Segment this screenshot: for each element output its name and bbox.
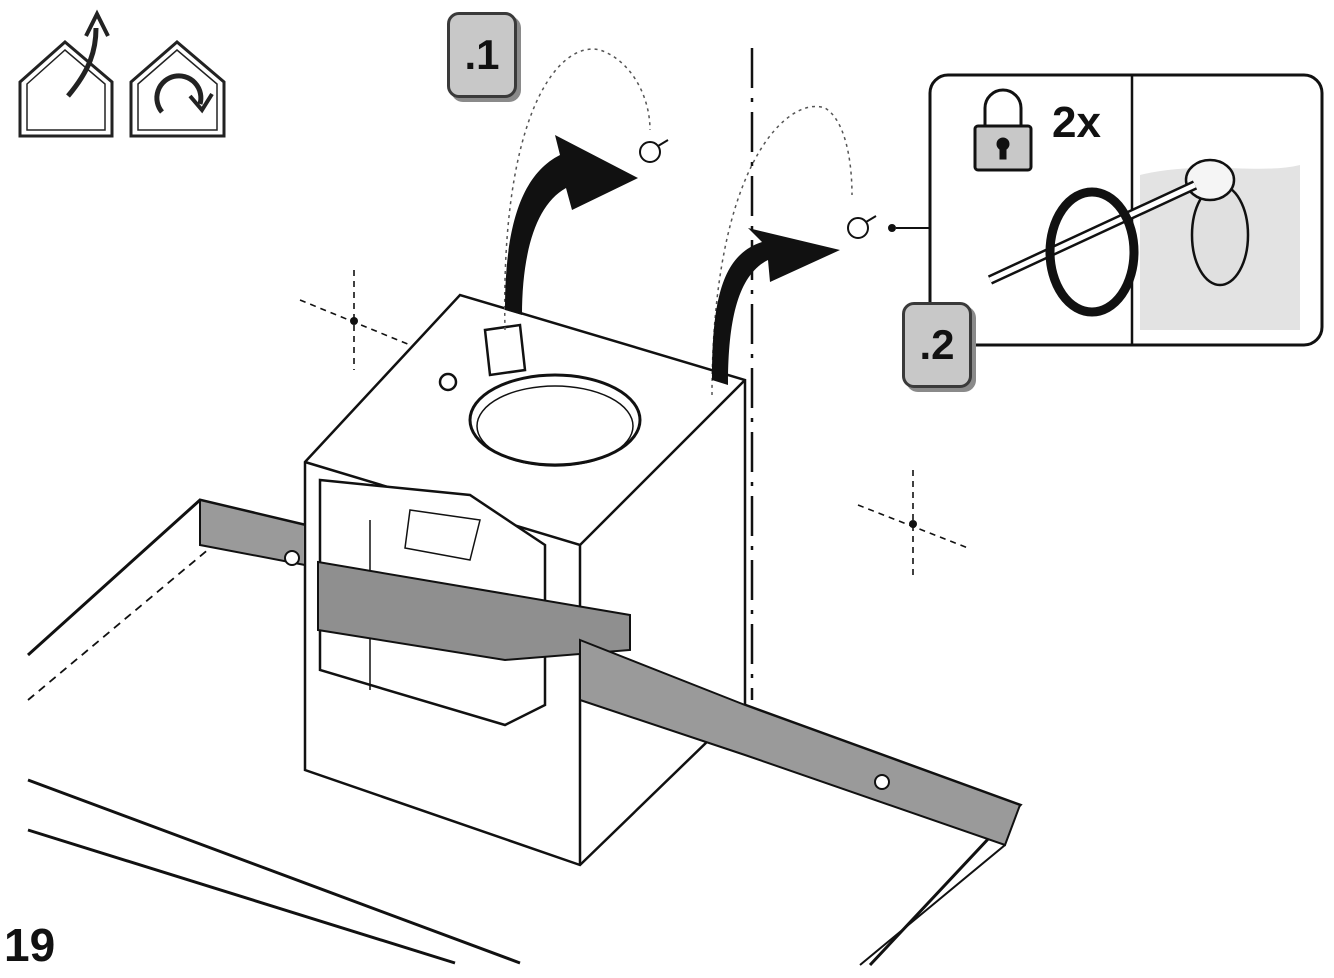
ventilation-out-icon — [18, 9, 114, 138]
remove-arrow-2 — [712, 228, 840, 385]
canopy-screw-hole-right — [874, 774, 890, 790]
step-badge-1: .1 — [447, 12, 517, 98]
recirculation-icon — [129, 40, 226, 138]
screw-path-2 — [711, 105, 853, 396]
remove-arrow-1 — [505, 135, 638, 315]
canopy-rear-band — [199, 498, 306, 567]
padlock-icon — [973, 88, 1033, 172]
canopy-screw-hole-left — [284, 550, 300, 566]
repeat-count-label: 2x — [1052, 98, 1101, 147]
wall-mark-right — [857, 470, 969, 575]
wall-mark-left — [299, 270, 411, 370]
canopy-side-band — [579, 638, 1022, 847]
step-badge-2: .2 — [902, 302, 972, 388]
fixing-tape — [317, 560, 631, 662]
figure-number: 19 — [4, 919, 56, 971]
screw-icon — [639, 139, 896, 239]
